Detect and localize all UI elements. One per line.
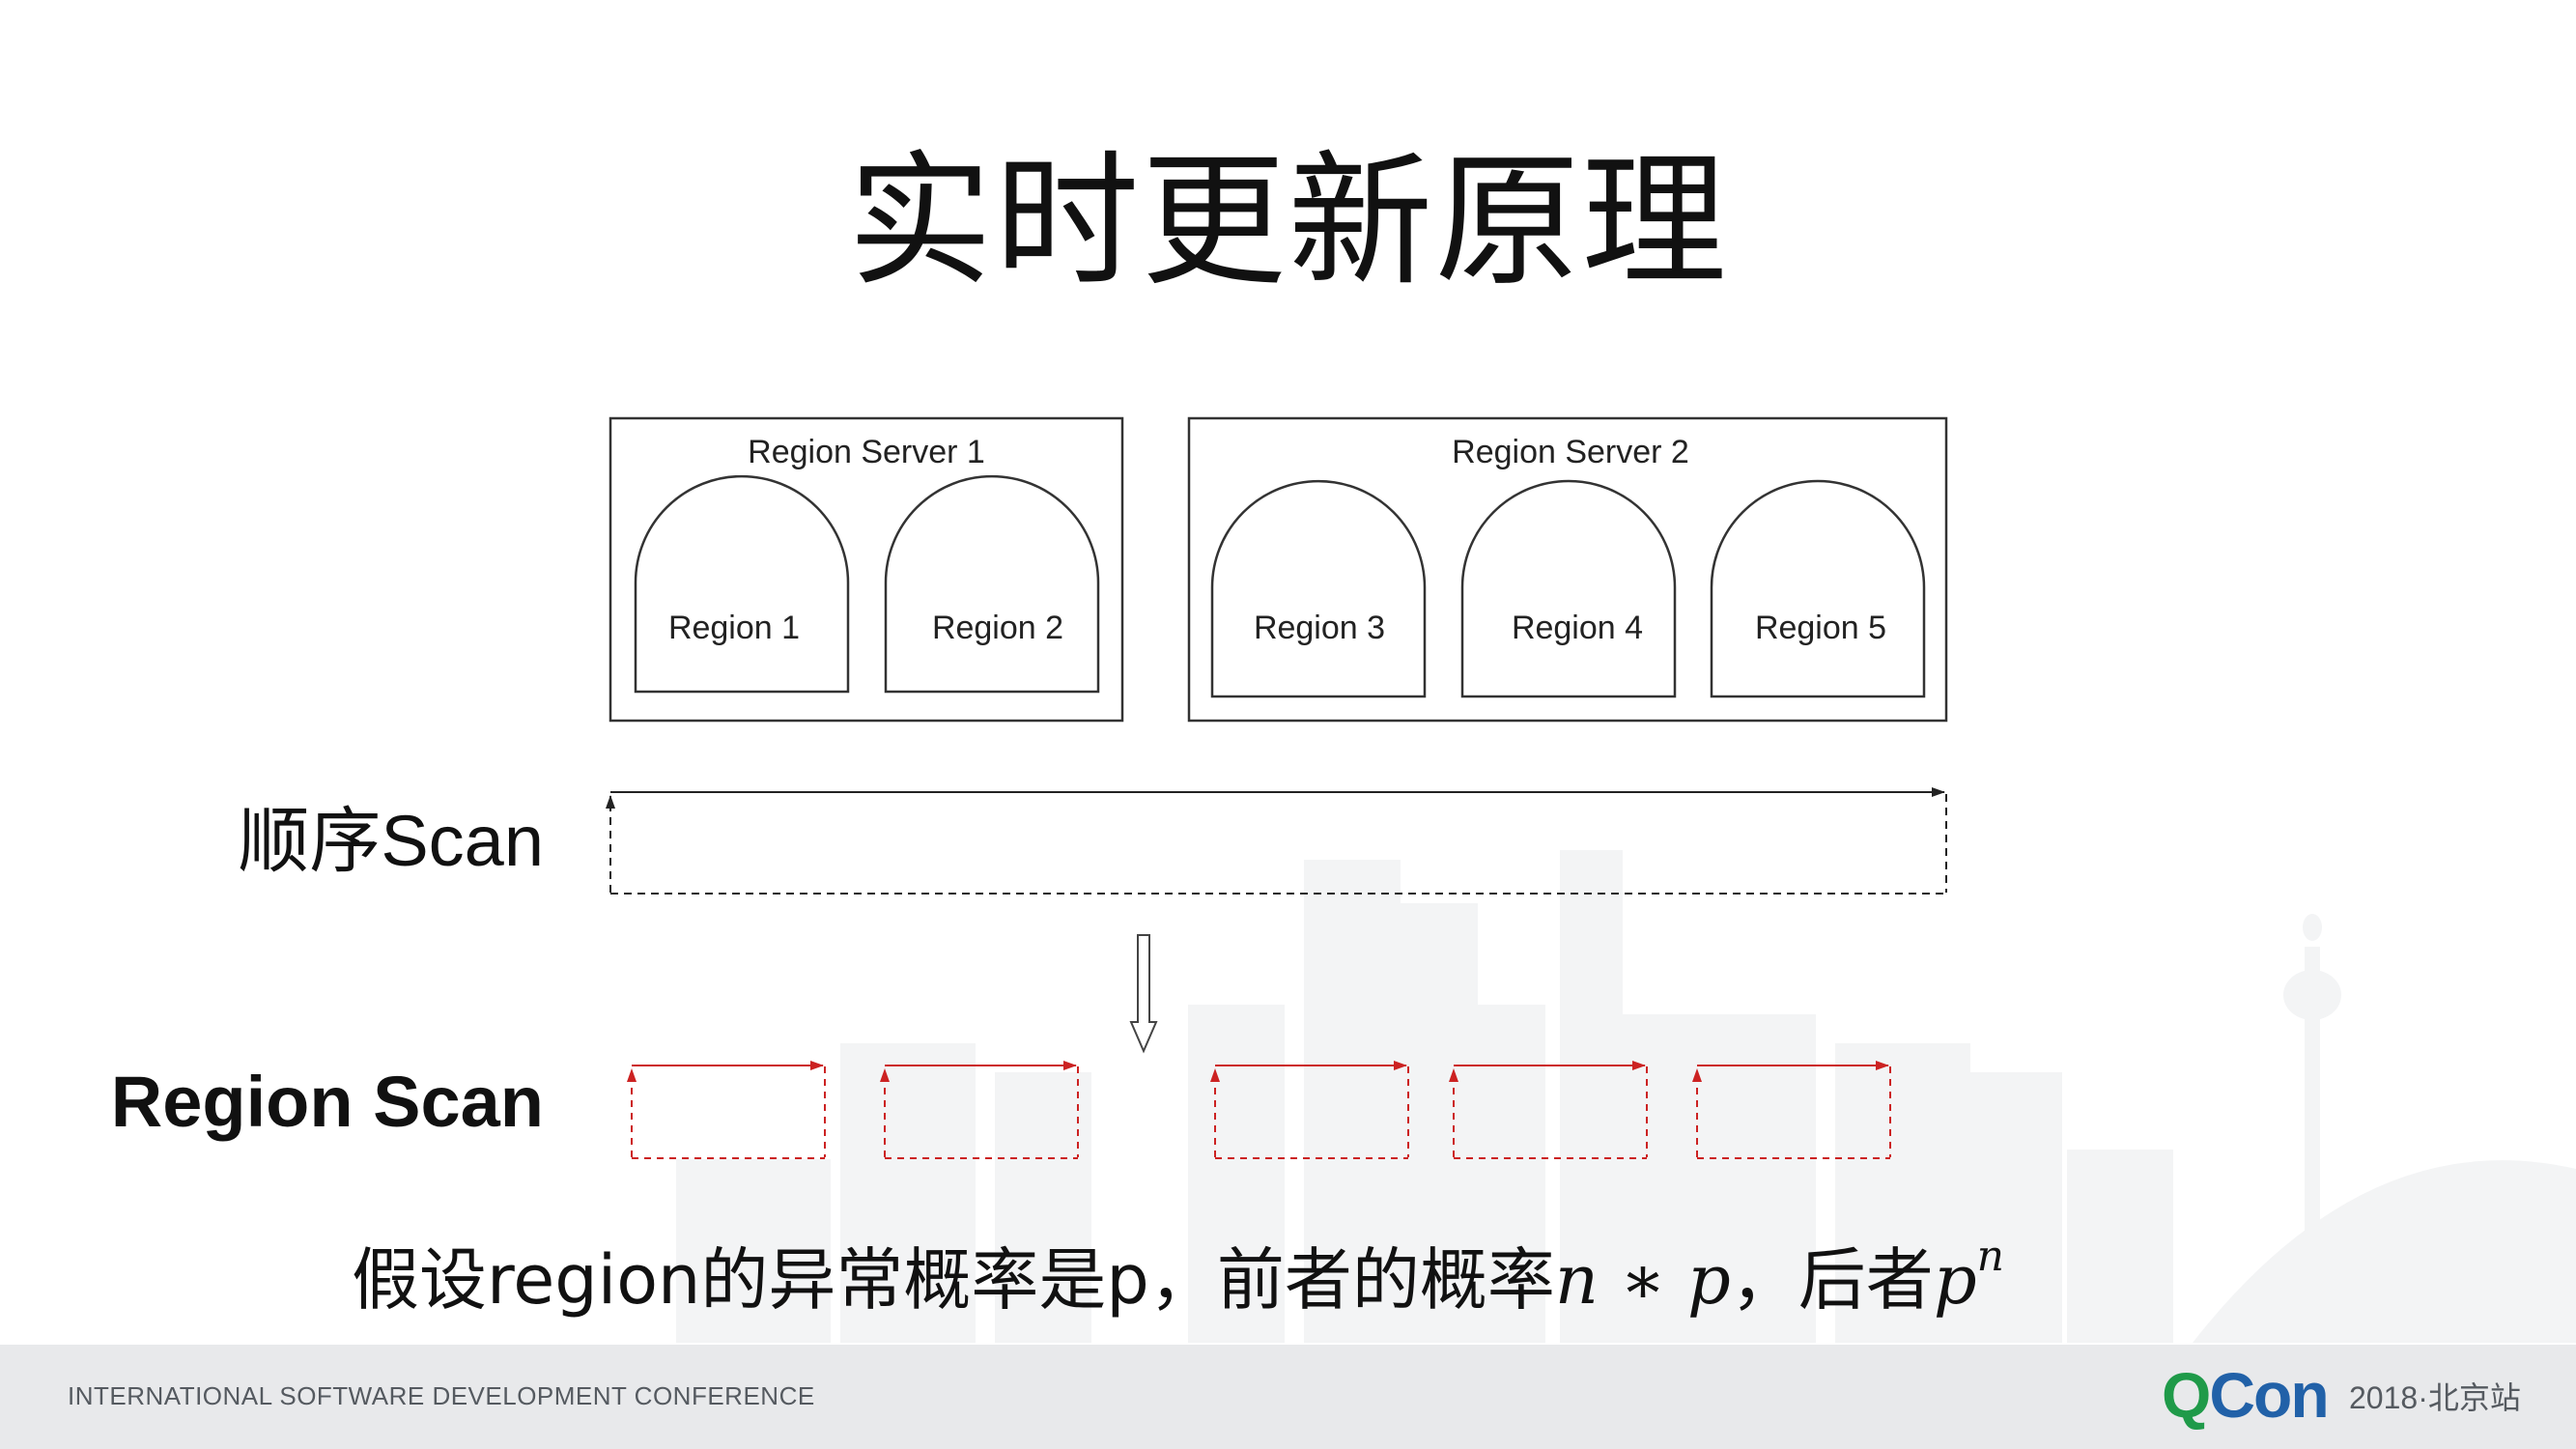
event-label: 2018·北京站 [2349, 1380, 2521, 1415]
formula-exponent: n [1976, 1232, 2004, 1281]
region-4: Region 4 [1460, 479, 1677, 698]
formula-expr-sequential: n ∗ p [1554, 1240, 1731, 1320]
region-3: Region 3 [1210, 479, 1427, 698]
logo-q: Q [2162, 1359, 2211, 1431]
region-2: Region 2 [884, 474, 1100, 694]
region-scan-paths [627, 1061, 1891, 1159]
logo-con: Con [2209, 1359, 2329, 1431]
probability-formula: 假设region的异常概率是p，前者的概率n ∗ p，后者pn [352, 1236, 2004, 1323]
footer-bar: INTERNATIONAL SOFTWARE DEVELOPMENT CONFE… [0, 1345, 2576, 1449]
slide-title: 实时更新原理 [847, 138, 1729, 306]
region-5-label: Region 5 [1755, 610, 1886, 646]
region-scan-4 [1449, 1061, 1648, 1159]
region-server-1-label: Region Server 1 [748, 434, 985, 470]
region-4-label: Region 4 [1512, 610, 1643, 646]
formula-separator: ，后者 [1730, 1240, 1934, 1320]
region-3-label: Region 3 [1254, 610, 1385, 646]
region-server-1: Region Server 1 Region 1 Region 2 [609, 416, 1124, 723]
region-scan-1 [627, 1061, 826, 1159]
qcon-logo: QCon [2162, 1359, 2330, 1431]
region-5: Region 5 [1710, 479, 1926, 698]
region-scan-2 [880, 1061, 1079, 1159]
region-scan-5 [1692, 1061, 1891, 1159]
region-server-2: Region Server 2 Region 3 Region 4 Region… [1187, 416, 1948, 723]
region-1: Region 1 [634, 474, 850, 694]
conference-name: INTERNATIONAL SOFTWARE DEVELOPMENT CONFE… [68, 1381, 815, 1410]
formula-base: p [1933, 1240, 1977, 1320]
region-2-label: Region 2 [932, 610, 1063, 646]
sequential-scan-path [606, 787, 1947, 895]
region-server-2-label: Region Server 2 [1452, 434, 1689, 470]
formula-text: 假设region的异常概率是p，前者的概率 [352, 1240, 1555, 1320]
formula-expr-region: pn [1933, 1236, 2004, 1321]
region-scan-3 [1210, 1061, 1409, 1159]
region-scan-label: Region Scan [110, 1062, 544, 1142]
sequential-scan-label: 顺序Scan [238, 801, 544, 881]
down-arrow-icon [1129, 934, 1158, 1054]
region-1-label: Region 1 [668, 610, 800, 646]
